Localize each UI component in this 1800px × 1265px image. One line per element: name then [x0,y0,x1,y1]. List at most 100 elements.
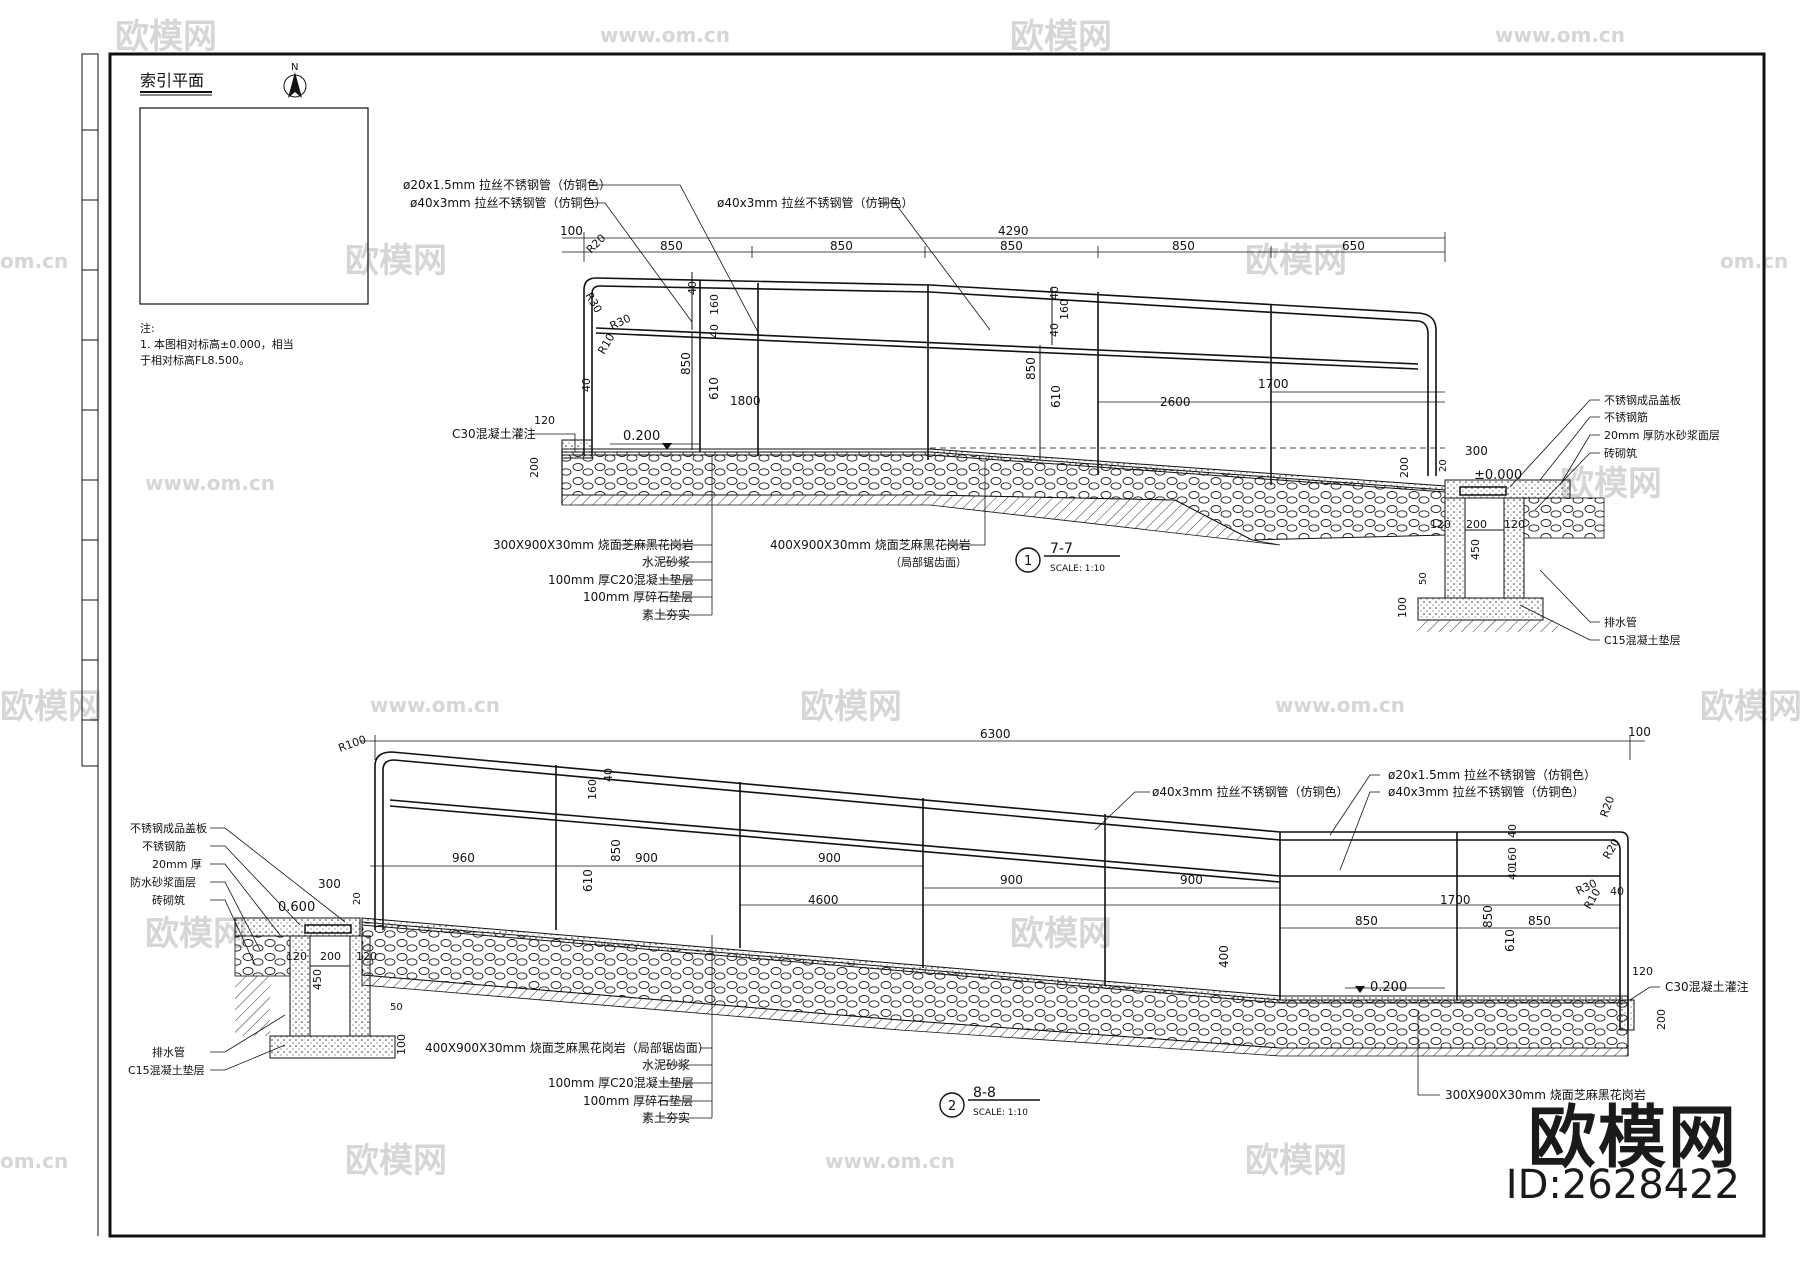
callout-granite300: 300X900X30mm 烧面芝麻黑花岗岩 [493,537,694,552]
section-8-8-scale: SCALE: 1:10 [973,1108,1028,1118]
watermark-site: www.om.cn [145,471,275,495]
dim-r10: R10 [595,331,617,356]
dim-v850a: 850 [679,352,693,375]
dim-v850b-8: 850 [1481,905,1495,928]
level-bottom: ±0.000 [1474,468,1522,483]
index-plan-title: 索引平面 [140,71,204,90]
callout-granite400-8: 400X900X30mm 烧面芝麻黑花岗岩（局部锯齿面） [425,1040,710,1055]
section-8-8: 6300 R100 100 960 900 900 900 900 460 [128,725,1749,1125]
dim-v610a-8: 610 [581,869,595,892]
callout-pipe-20: ø20x1.5mm 拉丝不锈钢管（仿铜色） [403,177,611,192]
dim-v160a-8: 160 [586,779,599,800]
callout-c20-8: 100mm 厚C20混凝土垫层 [548,1075,694,1090]
watermark-site: www.om.cn [825,1149,955,1173]
dim-b900b: 900 [818,851,841,865]
dim-v160b-8: 160 [1506,847,1519,868]
watermark-brand: 欧模网 [1010,17,1112,57]
section-8-8-number: 2 [948,1099,956,1114]
dim-v40d-8: 40 [1610,885,1624,898]
watermark-brand: 欧模网 [1245,1141,1347,1181]
callout-cement-8: 水泥砂浆 [642,1057,690,1072]
watermark-brand: 欧模网 [115,17,217,57]
dim-bay-4: 850 [1172,239,1195,253]
notes-line-1: 1. 本图相对标高±0.000，相当 [140,337,294,351]
dim-b850b: 850 [1528,914,1551,928]
callout-granite400-note: （局部锯齿面） [890,555,967,569]
section-7-7-handrail [583,277,1437,485]
callout-c30-8: C30混凝土灌注 [1665,979,1749,994]
section-7-7-scale: SCALE: 1:10 [1050,564,1105,574]
dim-v40b-8: 40 [1506,824,1519,838]
callout-drain-8: 排水管 [152,1045,185,1059]
callout-c15: C15混凝土垫层 [1604,633,1681,647]
dim-v450: 450 [1469,539,1482,560]
brand-id-label: ID:2628422 [1505,1162,1740,1208]
dim-v1800: 1800 [730,394,761,408]
dim-v40a-8: 40 [602,768,615,782]
dim-w200-8: 200 [320,950,341,963]
watermark-layer: 欧模网 www.om.cn 欧模网 www.om.cn om.cn 欧模网 欧模… [0,17,1800,1181]
brand-logo-text: 欧模网 [1527,1099,1738,1178]
dim-v40c-8: 40 [1506,866,1519,880]
watermark-site: www.om.cn [600,23,730,47]
watermark-brand: 欧模网 [1560,464,1662,504]
dim-v40e: 40 [1048,323,1061,337]
section-7-7-top-dimensions [562,232,1446,262]
section-7-7-ramp [561,439,1446,546]
watermark-brand: 欧模网 [345,1141,447,1181]
dim-w120a: 120 [1430,518,1451,531]
dim-bay-3: 850 [1000,239,1023,253]
sheet-frame [81,52,1766,1238]
dim-v120-8: 120 [1632,965,1653,978]
dim-v850a-8: 850 [609,839,623,862]
section-8-8-marker [939,1092,1040,1118]
callout-rib-8: 不锈钢筋 [142,839,186,853]
watermark-site: om.cn [0,249,68,273]
watermark-brand: 欧模网 [1010,914,1112,954]
dim-v20-8: 20 [352,892,363,905]
callout-brick-8: 砖砌筑 [152,893,185,907]
section-8-8-drain-trench [234,917,396,1059]
dim-v400: 400 [1217,945,1231,968]
dim-v50-8: 50 [390,1002,403,1013]
dim-total: 4290 [998,224,1029,238]
section-8-8-handrail [374,751,1629,1030]
dim-v610b-8: 610 [1503,929,1517,952]
dim-v850b: 850 [1024,357,1038,380]
dim-w120b-8: 120 [356,950,377,963]
section-8-8-title: 8-8 [973,1085,996,1101]
dim-v450-8: 450 [311,969,324,990]
callout-pipe-40b-8: ø40x3mm 拉丝不锈钢管（仿铜色） [1388,784,1585,799]
callout-mortar20-8: 20mm 厚 [152,858,202,871]
section-7-7-title: 7-7 [1050,541,1073,557]
dim-v160b: 160 [1058,299,1071,320]
watermark-brand: 欧模网 [145,914,247,954]
watermark-brand: 欧模网 [0,687,102,727]
callout-pipe-20-8: ø20x1.5mm 拉丝不锈钢管（仿铜色） [1388,767,1596,782]
notes-heading: 注: [140,321,155,335]
dim-b960: 960 [452,851,475,865]
callout-gravel-8: 100mm 厚碎石垫层 [583,1093,693,1108]
section-7-7-leaders [530,184,1600,641]
dim-v50: 50 [1418,572,1429,585]
section-8-8-top-dimensions [360,735,1645,760]
level-top: 0.200 [623,429,660,444]
dim-v200b: 200 [1398,457,1411,478]
callout-cement: 水泥砂浆 [642,554,690,569]
section-8-8-leaders [210,774,1660,1119]
dim-v160a: 160 [708,294,721,315]
callout-soil: 素土夯实 [642,607,690,622]
dim-h300-8: 300 [318,877,341,891]
dim-v610b: 610 [1049,385,1063,408]
dim-r20a-8: R20 [1598,794,1618,819]
dim-h2600: 2600 [1160,395,1191,409]
callout-c15-8: C15混凝土垫层 [128,1063,205,1077]
section-7-7-number: 1 [1024,554,1032,569]
callout-c20: 100mm 厚C20混凝土垫层 [548,572,694,587]
dim-v100-8: 100 [395,1034,408,1055]
notes: 注: 1. 本图相对标高±0.000，相当 于相对标高FL8.500。 [140,321,294,367]
dim-v120: 120 [534,414,555,427]
dim-r100: R100 [337,733,368,755]
callout-c30: C30混凝土灌注 [452,426,536,441]
